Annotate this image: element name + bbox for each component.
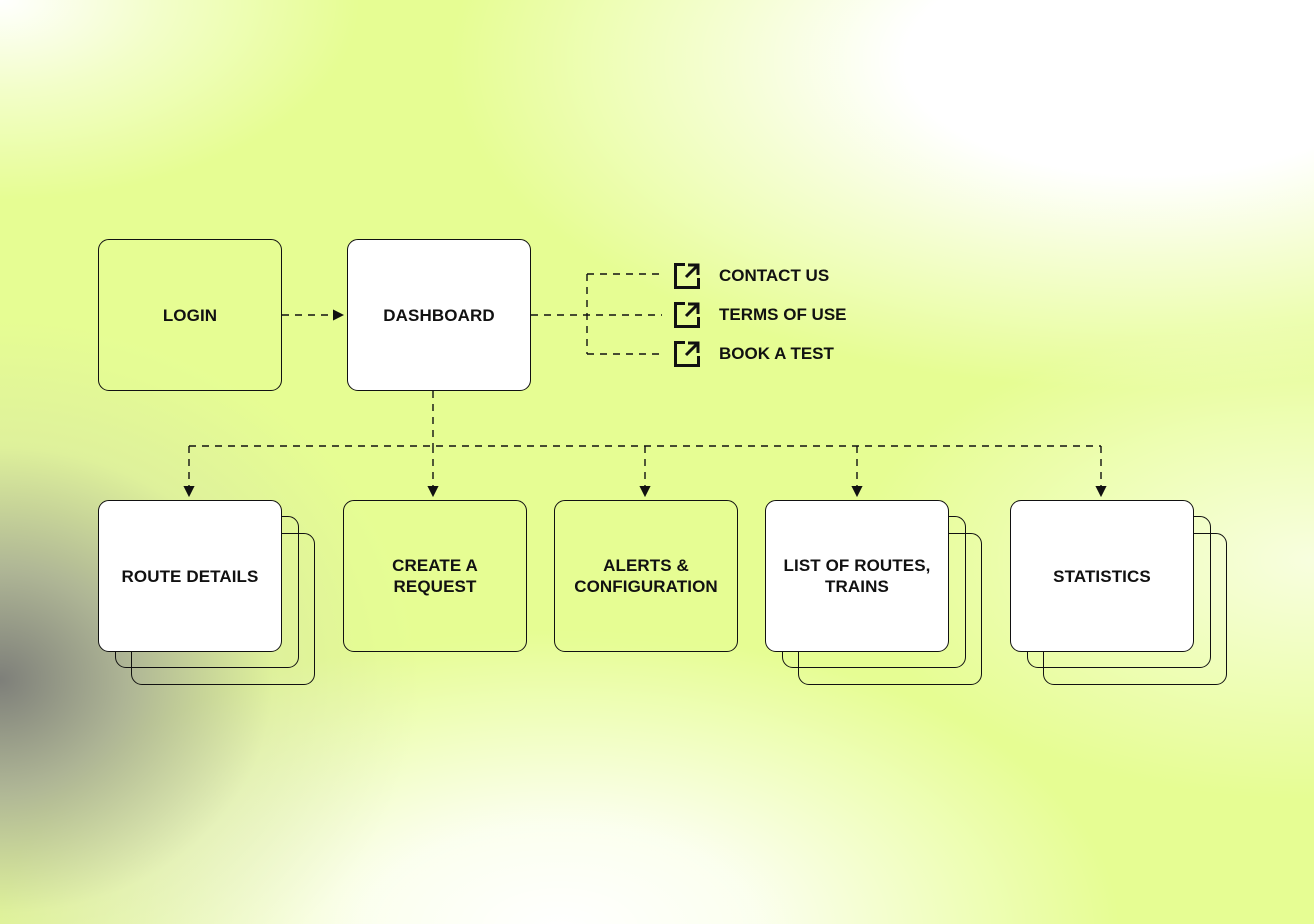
create-request-node: CREATE A REQUEST: [343, 500, 527, 652]
external-link-icon: [674, 341, 700, 367]
statistics-node: STATISTICS: [1010, 500, 1194, 652]
login-node: LOGIN: [98, 239, 282, 391]
book-a-test-link[interactable]: BOOK A TEST: [673, 340, 834, 368]
route-details-label: ROUTE DETAILS: [121, 566, 259, 586]
statistics-label: STATISTICS: [1053, 566, 1151, 586]
terms-of-use-link[interactable]: TERMS OF USE: [673, 301, 847, 329]
dashboard-node: DASHBOARD: [347, 239, 531, 391]
contact-us-link[interactable]: CONTACT US: [673, 262, 829, 290]
route-details-node: ROUTE DETAILS: [98, 500, 282, 652]
contact-us-label: CONTACT US: [719, 266, 830, 285]
routes-list-node: LIST OF ROUTES, TRAINS: [765, 500, 949, 652]
login-label: LOGIN: [162, 305, 218, 325]
external-link-icon: [674, 302, 700, 328]
book-a-test-label: BOOK A TEST: [719, 344, 834, 363]
alerts-configuration-node: ALERTS & CONFIGURATION: [554, 500, 738, 652]
terms-of-use-label: TERMS OF USE: [719, 305, 847, 324]
routes-list-label: LIST OF ROUTES, TRAINS: [783, 556, 931, 596]
external-link-icon: [674, 263, 700, 289]
alerts-configuration-label: ALERTS & CONFIGURATION: [574, 556, 718, 596]
create-request-label: CREATE A REQUEST: [392, 556, 478, 596]
dashboard-label: DASHBOARD: [383, 305, 495, 325]
